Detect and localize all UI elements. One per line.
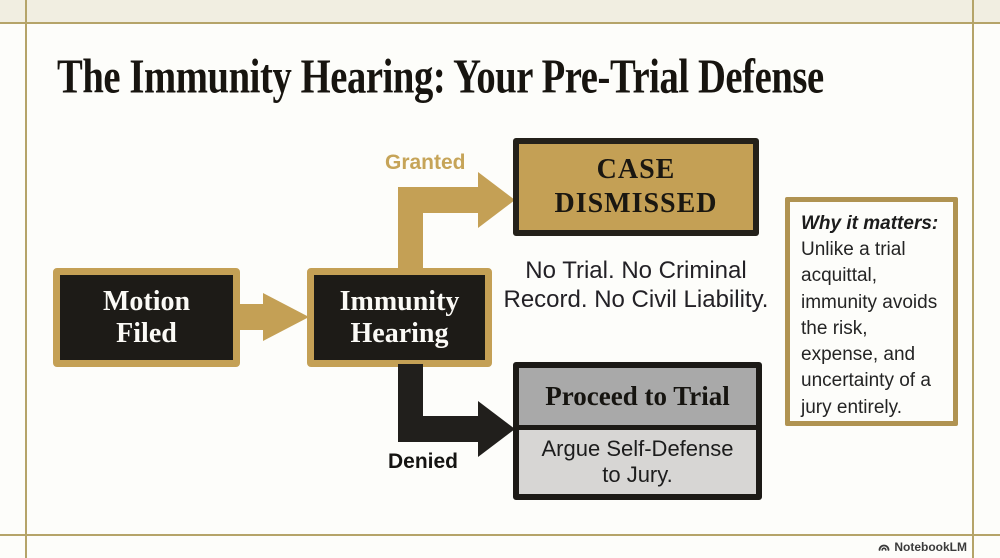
denied-branch-label: Denied bbox=[388, 450, 459, 473]
immunity-hearing-label: Immunity Hearing bbox=[339, 286, 460, 349]
node-proceed-to-trial: Proceed to Trial Argue Self-Defense to J… bbox=[513, 362, 762, 500]
notebooklm-logo-icon bbox=[878, 541, 890, 553]
arrow-motion-to-hearing-head bbox=[263, 293, 309, 341]
granted-arrow-horizontal bbox=[398, 187, 479, 213]
proceed-to-trial-label: Proceed to Trial bbox=[519, 368, 756, 430]
denied-arrow-horizontal bbox=[398, 416, 479, 442]
why-it-matters-callout: Why it matters: Unlike a trial acquittal… bbox=[785, 197, 958, 426]
case-dismissed-note: No Trial. No Criminal Record. No Civil L… bbox=[503, 257, 769, 314]
node-immunity-hearing: Immunity Hearing bbox=[307, 268, 492, 367]
callout-body: Unlike a trial acquittal, immunity avoid… bbox=[801, 239, 938, 418]
frame-line-bottom bbox=[0, 534, 1000, 536]
case-dismissed-label: CASE DISMISSED bbox=[554, 154, 718, 219]
granted-arrow-head bbox=[478, 172, 515, 228]
top-cream-band bbox=[0, 0, 1000, 22]
proceed-to-trial-note: Argue Self-Defense to Jury. bbox=[519, 430, 756, 494]
granted-branch-label: Granted bbox=[385, 151, 466, 174]
frame-line-top bbox=[0, 22, 1000, 24]
notebooklm-watermark: NotebookLM bbox=[878, 540, 967, 554]
callout-heading: Why it matters: bbox=[801, 213, 939, 234]
frame-line-left bbox=[25, 0, 27, 558]
denied-arrow-head bbox=[478, 401, 515, 457]
node-case-dismissed: CASE DISMISSED bbox=[513, 138, 759, 236]
arrow-motion-to-hearing-shaft bbox=[236, 304, 264, 330]
node-motion-filed: Motion Filed bbox=[53, 268, 240, 367]
frame-line-right bbox=[972, 0, 974, 558]
page-title: The Immunity Hearing: Your Pre-Trial Def… bbox=[57, 49, 824, 104]
notebooklm-label: NotebookLM bbox=[894, 540, 967, 554]
motion-filed-label: Motion Filed bbox=[102, 286, 191, 349]
